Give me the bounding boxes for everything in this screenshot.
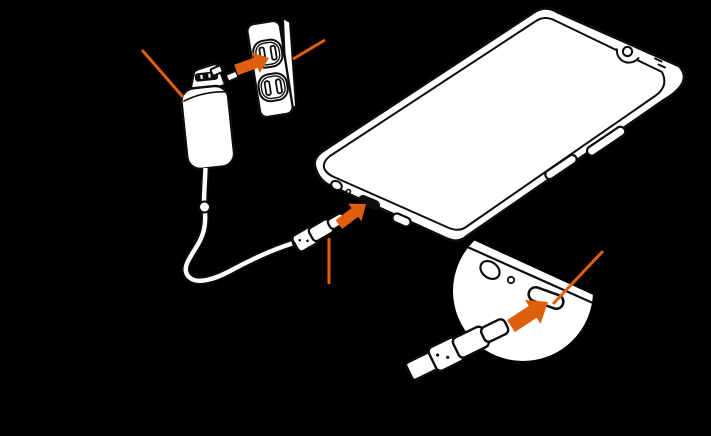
inset-mic-hole [506,275,516,285]
front-camera-icon [621,45,634,58]
socket-slot [263,80,272,96]
callout-line-outlet [292,38,326,61]
inset-headset-jack [479,259,501,281]
speaker-port-icon [391,212,412,228]
adapter-body [180,84,236,171]
inset-usb-plug [404,318,510,381]
arrow-plug-into-outlet-icon [234,52,269,76]
phone-bottom-ports [330,179,412,228]
phone-body [313,7,686,242]
slot-detail [208,73,211,78]
headset-jack-icon [330,179,343,192]
mic-hole-icon [345,188,352,195]
socket-slot [274,78,283,95]
outlet-lower-socket [257,72,289,103]
volume-button [585,125,627,157]
cable-break-mark [198,200,211,214]
phone-screen [322,17,666,231]
arrow-plug-into-phone-icon [335,203,366,229]
plug-detail-dot [446,355,450,359]
power-button [544,153,578,181]
inset-edge-line [462,243,593,306]
phone-usb-port [358,194,380,211]
adapter-bevel-line [183,91,226,103]
callout-line-adapter [140,49,185,98]
magnified-port-icon [404,233,605,381]
smartphone-icon [313,7,686,242]
callout-line-inset-port [551,249,605,306]
slot-detail [200,74,203,80]
earpiece-icon [654,57,666,69]
arrow-plug-into-port-inset-icon [507,299,548,333]
ac-adapter-icon [180,63,242,171]
plug-detail-dot [306,239,309,243]
plug-detail-dot [298,238,301,242]
plug-detail-dot [436,353,440,357]
annotations-main [140,38,366,284]
inset-plug-tip [479,318,510,343]
usb-plug-icon [291,212,347,253]
socket-slot [269,44,278,61]
cable-icon [181,167,294,285]
adapter-prong [209,64,226,77]
